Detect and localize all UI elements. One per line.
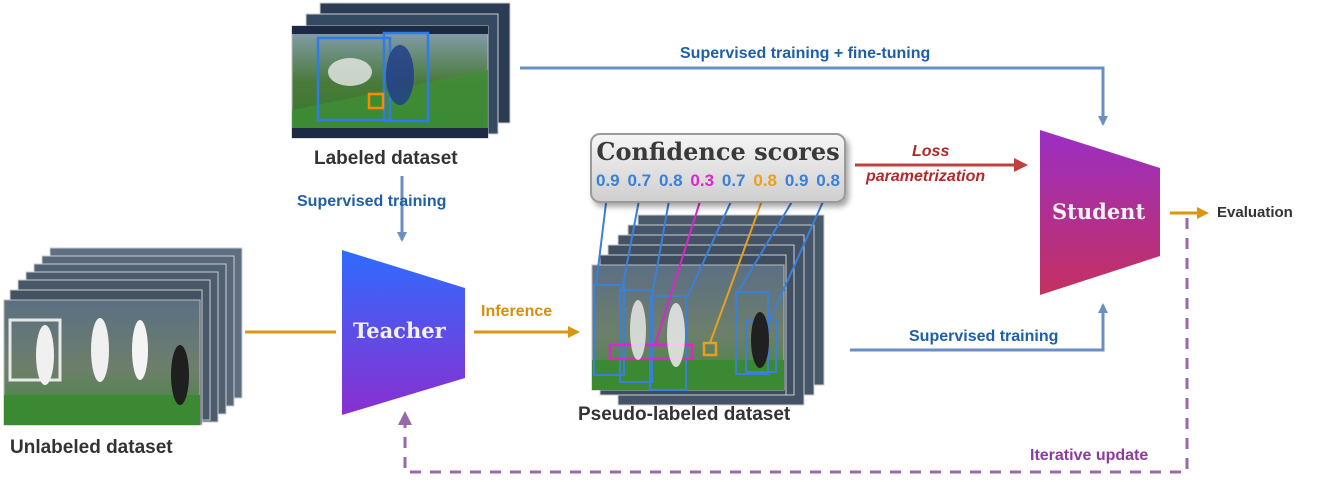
loss-label-line2: parametrization [866,168,986,185]
confidence-score: 0.8 [658,171,683,190]
supervised-training-left-label: Supervised training [297,193,447,210]
score-connectors [595,194,827,346]
arrow-supervised-right [850,303,1108,352]
confidence-score: 0.9 [784,171,809,190]
student-model [1040,130,1160,295]
teacher-model [342,250,465,415]
teacher-label: Teacher [353,318,446,343]
labeled-dataset-images [291,2,511,139]
confidence-score: 0.7 [627,171,652,190]
confidence-score: 0.8 [816,171,840,190]
confidence-score: 0.7 [721,171,746,190]
confidence-score: 0.8 [753,171,777,190]
iterative-update-label: Iterative update [1030,447,1149,464]
arrow-iterative-update [398,218,1189,474]
unlabeled-dataset-label: Unlabeled dataset [10,437,173,458]
arrow-supervised-top [520,66,1108,126]
student-label: Student [1052,199,1146,224]
evaluation-label: Evaluation [1217,204,1293,221]
confidence-scores-title: Confidence scores [596,137,840,166]
inference-label: Inference [481,303,553,320]
confidence-score: 0.3 [690,171,715,190]
pseudo-labeled-dataset-images [591,214,825,406]
pseudo-labeled-dataset-label: Pseudo-labeled dataset [578,404,791,425]
supervised-training-finetuning-label: Supervised training + fine-tuning [680,45,931,62]
loss-label-line1: Loss [912,143,950,160]
labeled-dataset-label: Labeled dataset [314,148,458,169]
supervised-training-right-label: Supervised training [909,328,1059,345]
unlabeled-dataset-images [3,247,243,426]
confidence-score: 0.9 [596,171,620,190]
confidence-score-list: 0.9 0.7 0.8 0.3 0.7 0.8 0.9 0.8 [596,171,840,191]
